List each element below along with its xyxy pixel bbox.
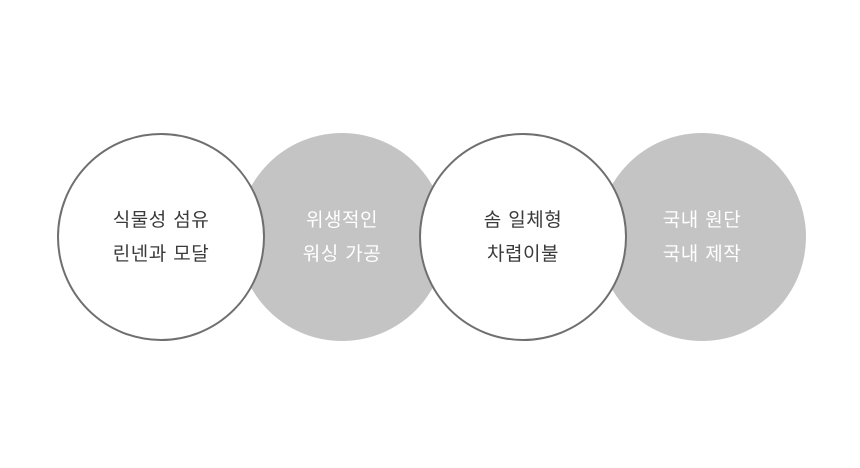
feature-line-1: 국내 원단 [662,209,742,231]
feature-circle-plant-fiber: 식물성 섬유 린넨과 모달 [57,133,265,341]
feature-line-2: 워싱 가공 [302,243,382,265]
feature-line-1: 식물성 섬유 [112,209,210,231]
feature-circle-hygienic-washing: 위생적인 워싱 가공 [238,133,446,341]
feature-line-2: 차렵이불 [487,243,559,265]
feature-line-1: 위생적인 [306,209,378,231]
feature-line-1: 솜 일체형 [483,209,563,231]
feature-line-2: 국내 제작 [662,243,742,265]
feature-circle-quilted-comforter: 솜 일체형 차렵이불 [419,133,627,341]
feature-line-2: 린넨과 모달 [112,243,210,265]
feature-circle-domestic-made: 국내 원단 국내 제작 [598,133,806,341]
